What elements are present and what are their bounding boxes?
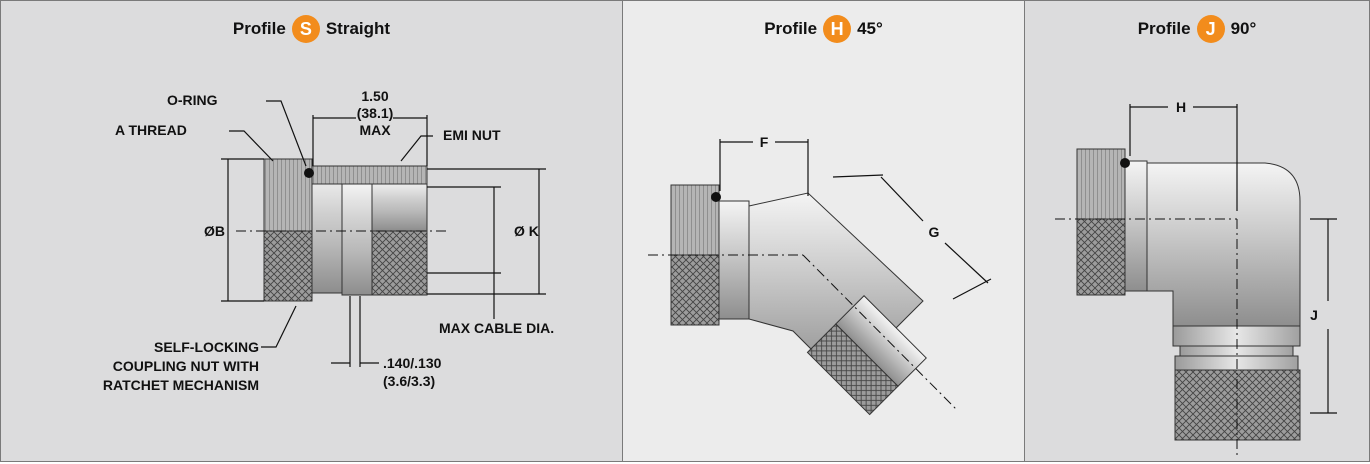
straight-connector xyxy=(263,158,428,302)
j90-drawing: H J xyxy=(1055,99,1337,456)
emi-nut-label: EMI NUT xyxy=(443,127,501,143)
a-thread-label: A THREAD xyxy=(115,122,187,138)
dia-b-label: ØB xyxy=(204,223,225,239)
coupling-label-3: RATCHET MECHANISM xyxy=(103,377,259,393)
h45-drawing: F G xyxy=(648,134,992,416)
profile-letter-badge: H xyxy=(823,15,852,43)
profile-angle: Straight xyxy=(325,19,391,38)
dim-f-label: F xyxy=(760,134,769,150)
dim-g-label: G xyxy=(929,224,940,240)
coupling-label-2: COUPLING NUT WITH xyxy=(113,358,259,374)
dim-j-label: J xyxy=(1310,307,1318,323)
profile-word: Profile xyxy=(1137,19,1191,38)
gap-inch-label: .140/.130 xyxy=(383,355,442,371)
profile-letter-badge: S xyxy=(291,15,320,43)
h45-connector xyxy=(670,184,927,416)
dim-h-label: H xyxy=(1176,99,1186,115)
length-inch-label: 1.50 xyxy=(361,88,388,104)
j90-connector xyxy=(1076,148,1301,441)
profile-letter-badge: J xyxy=(1196,15,1225,43)
length-mm-label: (38.1) xyxy=(357,105,394,121)
dia-k-label: Ø K xyxy=(514,223,539,239)
profile-word: Profile xyxy=(764,19,818,38)
o-ring-label: O-RING xyxy=(167,92,218,108)
straight-drawing: O-RING A THREAD 1.50 (38.1) MAX EMI NUT … xyxy=(103,88,554,393)
coupling-label-1: SELF-LOCKING xyxy=(154,339,259,355)
max-cable-label: MAX CABLE DIA. xyxy=(439,320,554,336)
panel-45: Profile H 45° xyxy=(622,0,1025,462)
gap-mm-label: (3.6/3.3) xyxy=(383,373,435,389)
panel-title-45: Profile H 45° xyxy=(623,15,1024,43)
panel-90: Profile J 90° xyxy=(1024,0,1370,462)
panel-title-90: Profile J 90° xyxy=(1025,15,1369,43)
profile-angle: 45° xyxy=(857,19,883,38)
profile-word: Profile xyxy=(232,19,286,38)
panel-straight: Profile S Straight xyxy=(0,0,623,462)
panel-title-straight: Profile S Straight xyxy=(1,15,622,43)
profile-angle: 90° xyxy=(1230,19,1257,38)
length-max-label: MAX xyxy=(359,122,391,138)
